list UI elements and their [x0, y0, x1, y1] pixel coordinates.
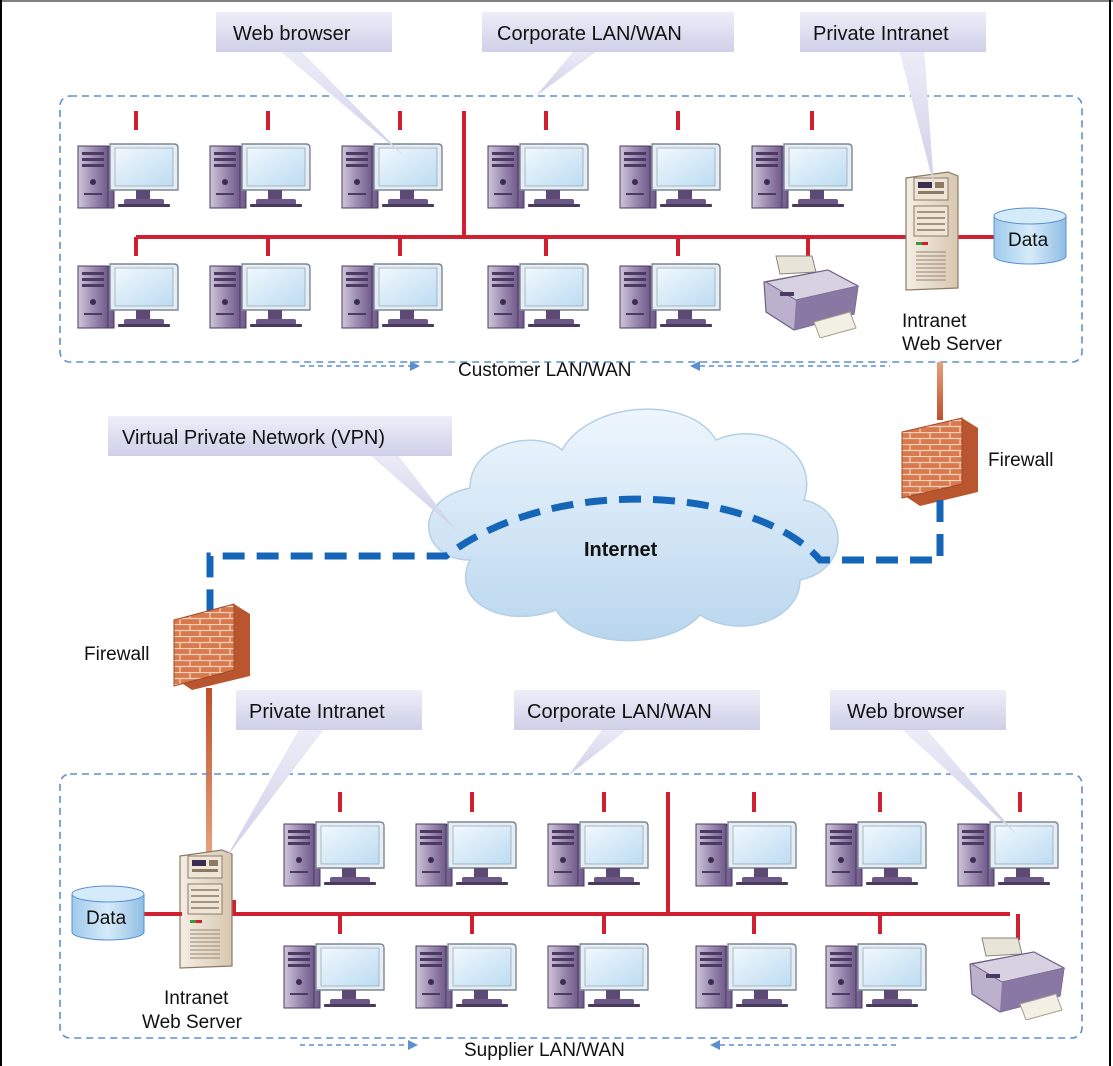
supplier-data-label: Data — [86, 908, 127, 929]
customer-workstation — [210, 144, 310, 208]
supplier-workstation — [826, 822, 926, 886]
callout-web-browser-bottom-text: Web browser — [847, 701, 965, 723]
internet-label: Internet — [584, 539, 658, 561]
supplier-uplink-wire — [206, 688, 212, 852]
customer-workstation — [488, 144, 588, 208]
customer-lan-label: Customer LAN/WAN — [458, 360, 632, 381]
callout-corporate-lan-bottom-text: Corporate LAN/WAN — [527, 701, 712, 723]
supplier-firewall-label: Firewall — [84, 644, 149, 665]
vpn-tunnel-line — [206, 495, 944, 612]
bottom-drops-wire — [232, 792, 1022, 940]
supplier-workstation — [958, 822, 1058, 886]
supplier-lan-arrows — [300, 1040, 900, 1050]
callout-corporate-lan-top-text: Corporate LAN/WAN — [497, 23, 682, 45]
customer-server-label-line1: Intranet — [902, 311, 967, 332]
customer-lan-boundary — [59, 95, 1083, 363]
supplier-network: Data Intranet Web Server Supplier LAN/WA… — [59, 773, 1083, 1061]
callout-private-intranet-top: Private Intranet — [800, 12, 986, 186]
supplier-server-label-line1: Intranet — [164, 988, 229, 1009]
supplier-workstation — [548, 822, 648, 886]
supplier-workstation — [548, 944, 648, 1008]
supplier-workstation — [284, 822, 384, 886]
customer-intranet-server-icon — [906, 172, 958, 290]
top-drops-wire — [134, 111, 914, 258]
callout-private-intranet-bottom: Private Intranet — [226, 690, 422, 858]
supplier-workstation — [696, 822, 796, 886]
customer-workstation — [210, 264, 310, 328]
supplier-workstation — [284, 944, 384, 1008]
supplier-workstation — [416, 944, 516, 1008]
callout-corporate-lan-bottom: Corporate LAN/WAN — [514, 690, 760, 776]
customer-uplink-wire — [937, 362, 943, 420]
supplier-firewall-icon — [173, 603, 250, 690]
callout-web-browser-top-text: Web browser — [233, 23, 351, 45]
supplier-data-store-icon — [71, 885, 182, 941]
customer-workstation — [78, 144, 178, 208]
customer-workstation — [342, 144, 442, 208]
customer-firewall-label: Firewall — [988, 450, 1053, 471]
supplier-workstation — [416, 822, 516, 886]
customer-printer-icon — [764, 256, 858, 338]
callout-web-browser-top: Web browser — [216, 12, 404, 156]
customer-workstation — [752, 144, 852, 208]
supplier-workstation — [696, 944, 796, 1008]
customer-workstation — [620, 144, 720, 208]
callout-vpn: Virtual Private Network (VPN) — [108, 416, 456, 530]
supplier-workstation — [826, 944, 926, 1008]
supplier-printer-icon — [970, 938, 1064, 1020]
customer-workstation — [488, 264, 588, 328]
callout-corporate-lan-top: Corporate LAN/WAN — [482, 12, 734, 96]
customer-lan-arrows — [300, 361, 890, 371]
callout-private-intranet-bottom-text: Private Intranet — [249, 701, 385, 723]
supplier-intranet-server-icon — [180, 850, 232, 968]
callout-vpn-text: Virtual Private Network (VPN) — [122, 427, 385, 449]
customer-network: Data Intranet Web Server Customer LAN/WA… — [59, 95, 1083, 381]
callout-private-intranet-top-text: Private Intranet — [813, 23, 949, 45]
callout-web-browser-bottom: Web browser — [830, 690, 1016, 834]
internet-cloud — [428, 408, 839, 642]
customer-data-label: Data — [1008, 230, 1049, 251]
customer-workstation — [78, 264, 178, 328]
supplier-lan-label: Supplier LAN/WAN — [464, 1040, 625, 1061]
customer-workstation — [620, 264, 720, 328]
customer-firewall-icon — [901, 417, 978, 506]
customer-workstation — [342, 264, 442, 328]
customer-server-label-line2: Web Server — [902, 334, 1003, 355]
supplier-server-label-line2: Web Server — [142, 1012, 243, 1033]
customer-data-store-icon — [960, 207, 1067, 265]
supplier-lan-boundary — [59, 773, 1083, 1039]
